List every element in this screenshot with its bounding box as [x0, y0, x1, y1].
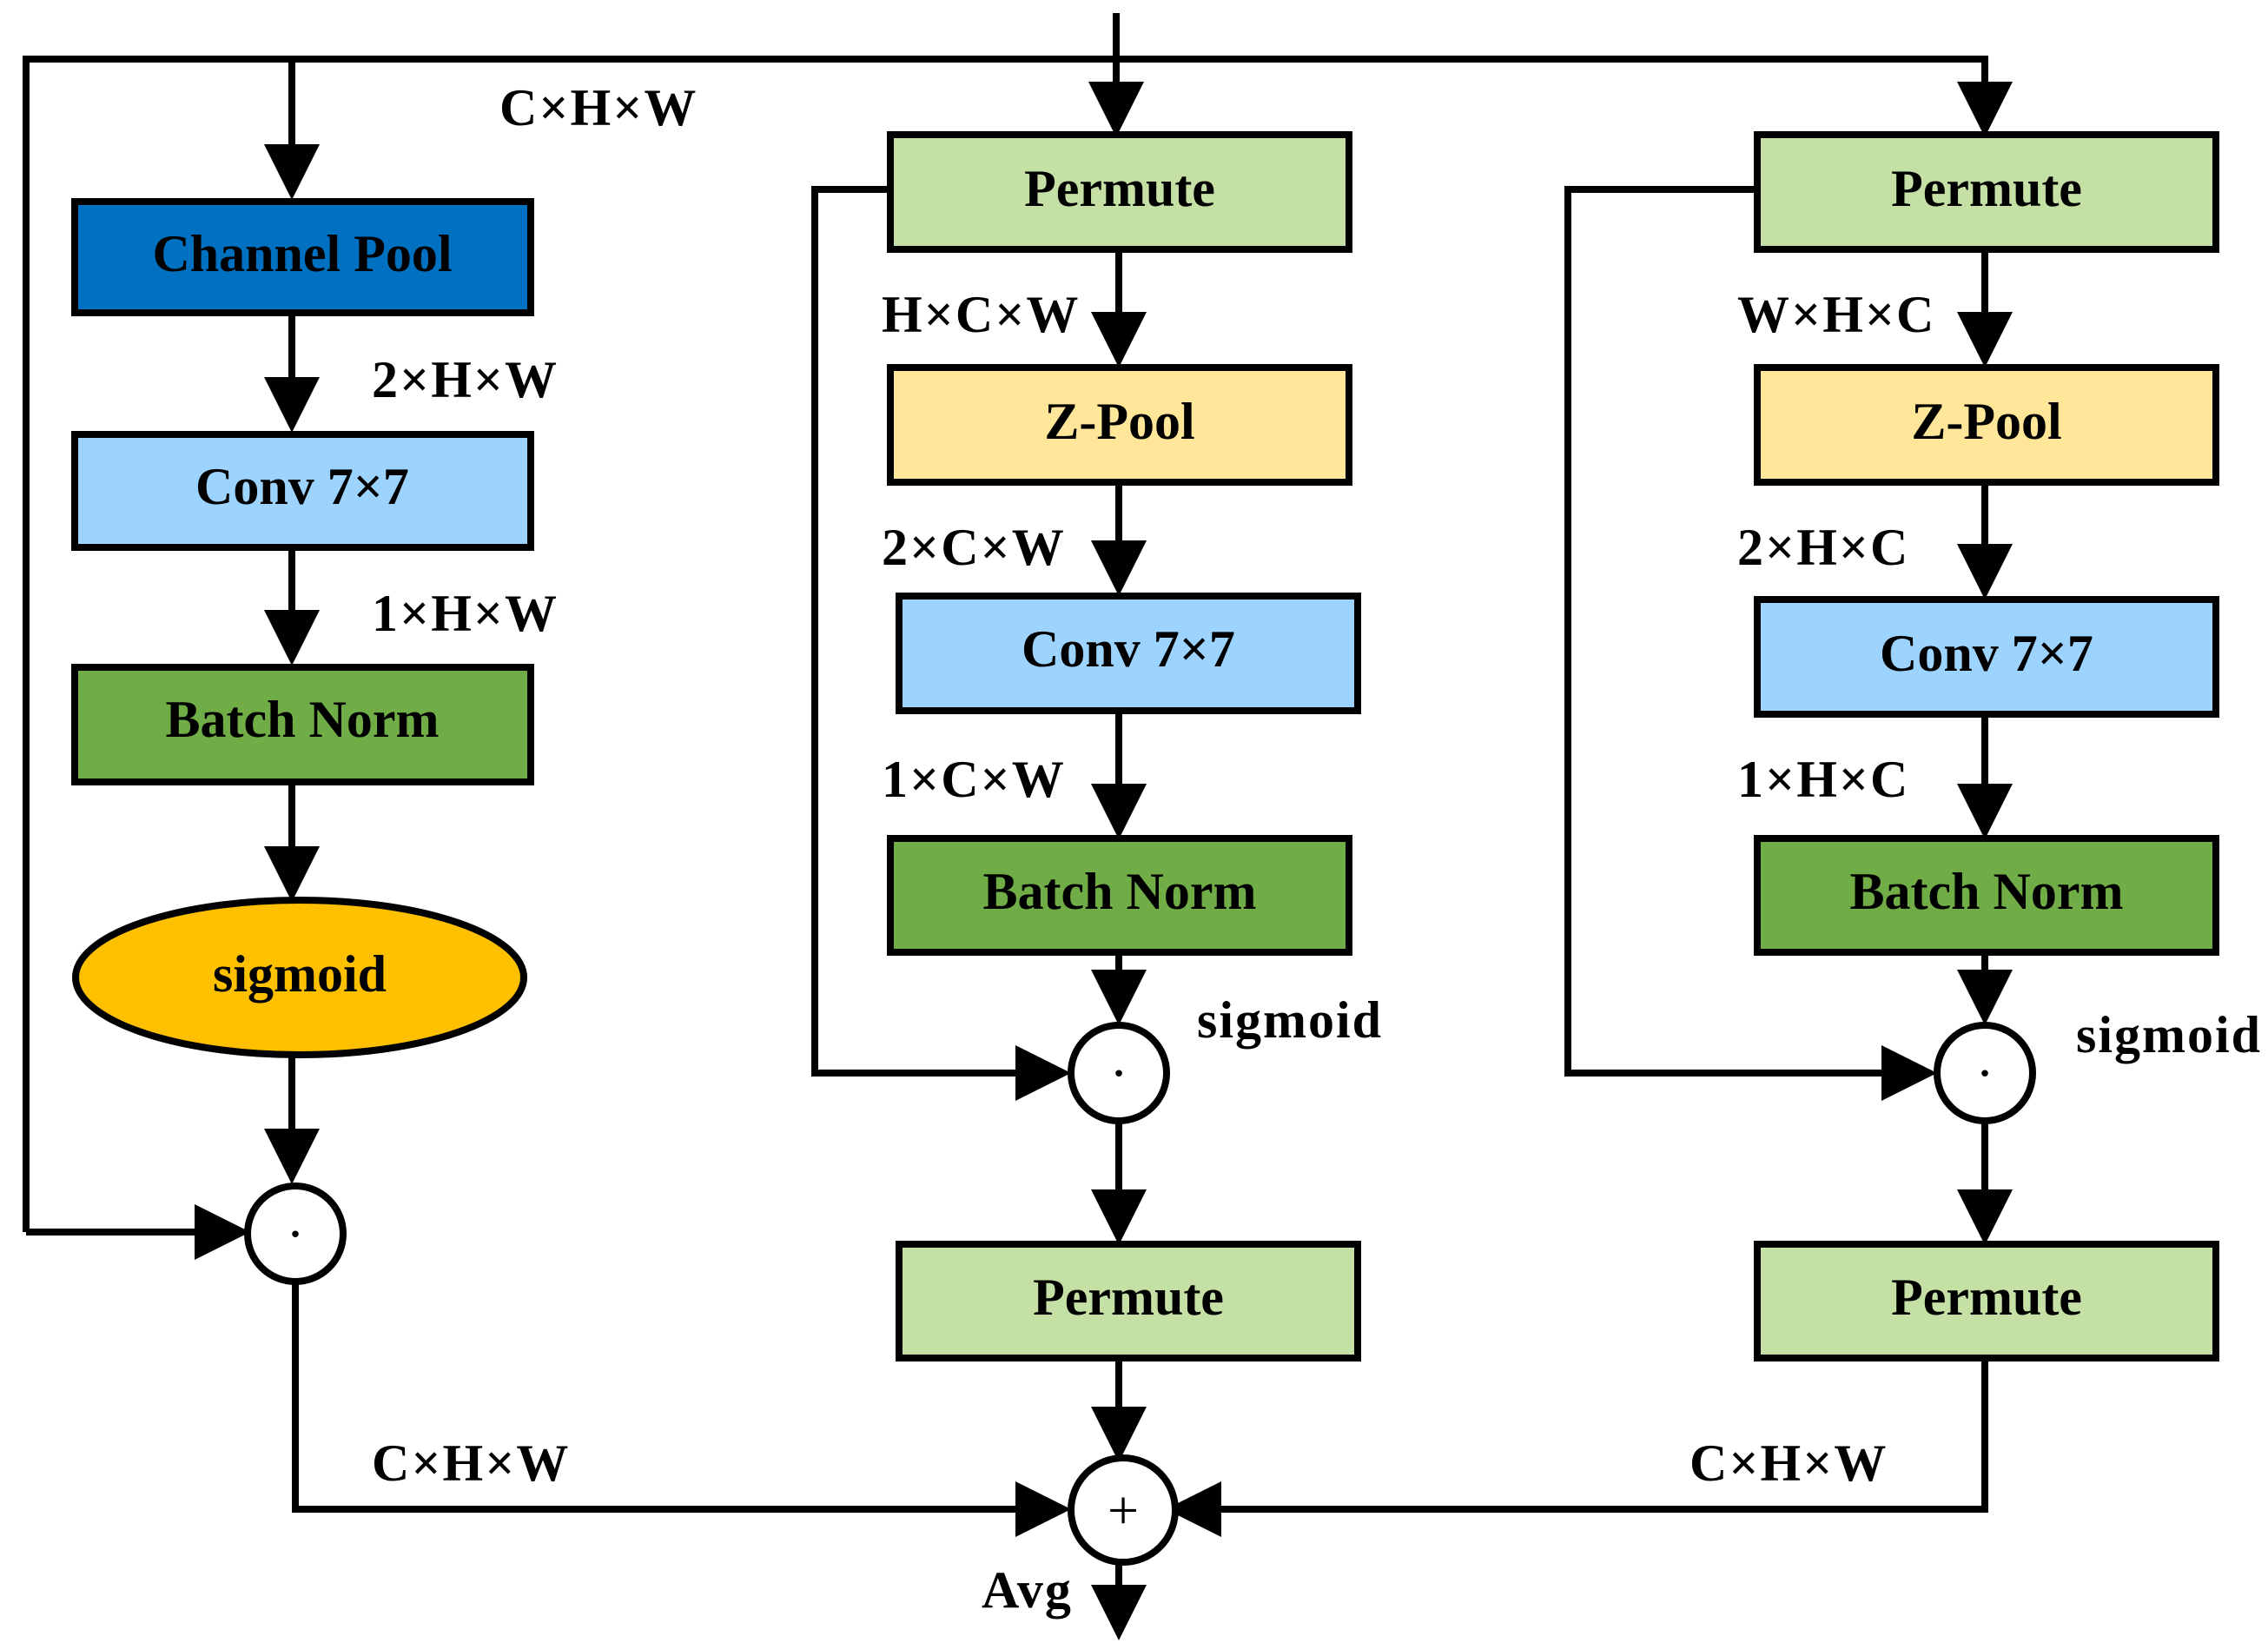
dim-right-after-permute: W×H×C — [1737, 286, 1935, 343]
sigmoid-mid-label: sigmoid — [1197, 991, 1383, 1049]
avg-label: Avg — [982, 1561, 1073, 1619]
conv-mid-label: Conv 7×7 — [1022, 620, 1235, 678]
sigmoid-right-label: sigmoid — [2076, 1006, 2262, 1063]
mid-residual-wire — [811, 186, 1071, 1101]
permute-mid-top-label: Permute — [1024, 160, 1215, 217]
sigmoid-left-ellipse — [72, 897, 527, 1058]
channel-pool-box — [71, 198, 534, 316]
conv-left-label: Conv 7×7 — [195, 458, 409, 515]
mid-multiply-op — [1068, 1022, 1170, 1124]
batchnorm-left-box — [71, 664, 534, 785]
dim-left-after-conv: 1×H×W — [372, 585, 559, 642]
left-output-wire — [292, 1284, 1071, 1537]
dim-mid-after-conv: 1×C×W — [882, 751, 1066, 808]
permute-right-top-box — [1754, 131, 2219, 253]
input-branch-wire — [23, 56, 2013, 1232]
permute-right-bottom-box — [1754, 1241, 2219, 1361]
right-output-wire — [1166, 1358, 1988, 1537]
zpool-right-label: Z-Pool — [1911, 393, 2061, 450]
right-residual-wire — [1564, 186, 1937, 1101]
permute-mid-bottom-box — [896, 1241, 1361, 1361]
dim-left-after-pool: 2×H×W — [372, 351, 559, 408]
permute-right-bottom-label: Permute — [1891, 1269, 2082, 1326]
batchnorm-mid-label: Batch Norm — [983, 863, 1257, 920]
zpool-mid-label: Z-Pool — [1044, 393, 1194, 450]
add-op — [1068, 1454, 1179, 1566]
batchnorm-left-label: Batch Norm — [166, 691, 440, 748]
mid-multiply-symbol: · — [1109, 1043, 1127, 1104]
batchnorm-right-label: Batch Norm — [1850, 863, 2124, 920]
dim-mid-after-permute: H×C×W — [882, 286, 1080, 343]
conv-right-label: Conv 7×7 — [1880, 625, 2093, 682]
left-multiply-symbol: · — [286, 1203, 304, 1265]
permute-right-top-label: Permute — [1891, 160, 2082, 217]
right-multiply-op — [1934, 1022, 2036, 1124]
zpool-mid-box — [887, 364, 1352, 486]
dim-right-after-pool: 2×H×C — [1737, 519, 1909, 576]
dim-left-output: C×H×W — [372, 1434, 570, 1492]
zpool-right-box — [1754, 364, 2219, 486]
channel-pool-label: Channel Pool — [152, 225, 452, 282]
conv-left-box — [71, 431, 534, 551]
conv-mid-box — [896, 593, 1361, 714]
dim-right-output: C×H×W — [1689, 1434, 1888, 1492]
dim-mid-after-pool: 2×C×W — [882, 519, 1066, 576]
batchnorm-right-box — [1754, 835, 2219, 956]
right-multiply-symbol: · — [1975, 1043, 1994, 1104]
sigmoid-left-label: sigmoid — [213, 945, 387, 1003]
dim-right-after-conv: 1×H×C — [1737, 751, 1909, 808]
dim-input-label: C×H×W — [499, 79, 698, 136]
permute-mid-top-box — [887, 131, 1352, 253]
left-multiply-op — [244, 1183, 347, 1285]
batchnorm-mid-box — [887, 835, 1352, 956]
permute-mid-bottom-label: Permute — [1033, 1269, 1224, 1326]
add-symbol: + — [1108, 1480, 1139, 1541]
conv-right-box — [1754, 596, 2219, 718]
